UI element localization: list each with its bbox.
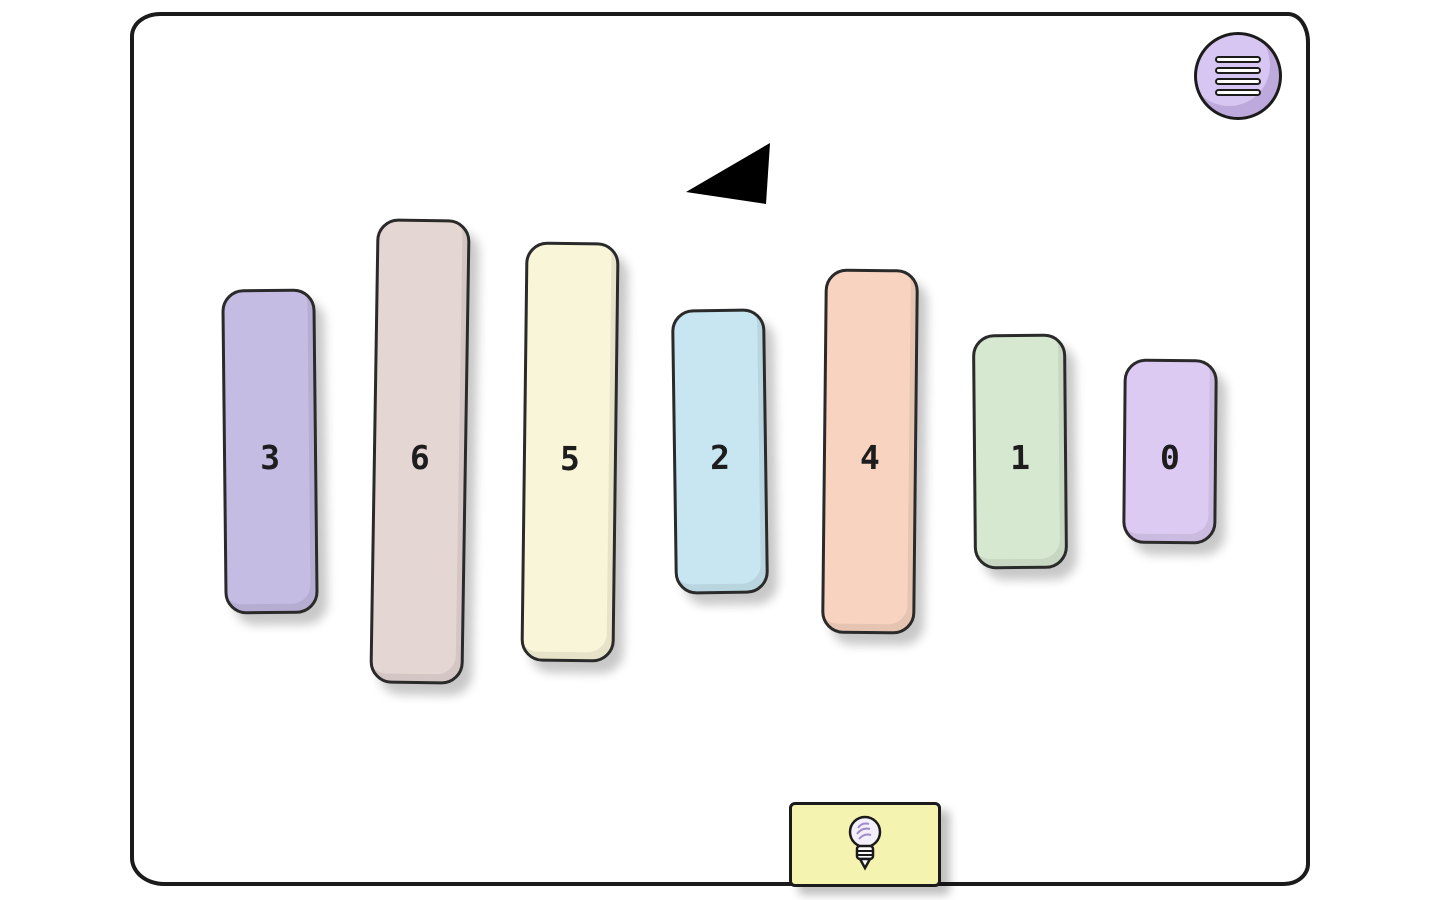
bar-1[interactable]: 1 bbox=[971, 333, 1069, 570]
lightbulb-icon bbox=[848, 815, 882, 871]
bar-number: 1 bbox=[1009, 437, 1031, 478]
bar-6[interactable]: 6 bbox=[369, 218, 471, 685]
bar-2[interactable]: 2 bbox=[671, 308, 769, 595]
menu-button[interactable] bbox=[1194, 32, 1282, 120]
hamburger-menu-icon bbox=[1215, 56, 1261, 96]
bar-number: 4 bbox=[859, 437, 881, 478]
bar-number: 2 bbox=[709, 437, 731, 478]
bar-3[interactable]: 3 bbox=[221, 288, 319, 615]
bar-number: 5 bbox=[559, 437, 581, 478]
sort-direction-arrow-icon bbox=[686, 143, 770, 204]
bar-number: 6 bbox=[409, 437, 431, 478]
bars-row: 3 6 5 2 4 1 0 bbox=[221, 218, 1218, 685]
hint-button[interactable] bbox=[789, 802, 941, 887]
game-frame: 3 6 5 2 4 1 0 bbox=[130, 12, 1310, 887]
bar-number: 3 bbox=[259, 437, 281, 478]
bar-number: 0 bbox=[1159, 437, 1181, 478]
bar-5[interactable]: 5 bbox=[520, 240, 620, 663]
bar-4[interactable]: 4 bbox=[821, 268, 919, 635]
bar-0[interactable]: 0 bbox=[1122, 358, 1218, 545]
